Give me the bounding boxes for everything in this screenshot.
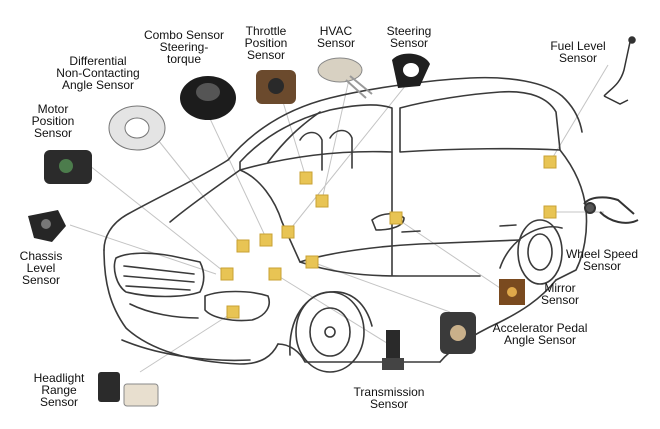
label-wheel-speed-sensor: Wheel Speed Sensor xyxy=(565,247,639,273)
combo-sensor-icon xyxy=(180,76,236,120)
chassis-level-sensor-icon xyxy=(28,210,66,242)
marker-transmission xyxy=(268,267,282,281)
label-differential-sensor: Differential Non-Contacting Angle Sensor xyxy=(56,54,140,92)
label-motor-position-sensor: Motor Position Sensor xyxy=(31,102,75,140)
hvac-sensor-icon xyxy=(317,57,373,99)
label-combo-sensor: Combo Sensor Steering- torque xyxy=(143,28,225,66)
headlight-range-sensor-icon xyxy=(98,372,159,407)
steering-sensor-icon xyxy=(392,53,430,88)
label-accelerator-pedal-sensor: Accelerator Pedal Angle Sensor xyxy=(492,321,588,347)
marker-accelerator xyxy=(305,255,319,269)
label-headlight-range-sensor: Headlight Range Sensor xyxy=(33,371,85,409)
marker-hvac xyxy=(315,194,329,208)
marker-motor-position xyxy=(220,267,234,281)
label-chassis-level-sensor: Chassis Level Sensor xyxy=(19,249,63,287)
throttle-sensor-icon xyxy=(256,70,296,104)
marker-fuel-level xyxy=(543,155,557,169)
motor-position-sensor-icon xyxy=(44,150,92,184)
marker-steering xyxy=(281,225,295,239)
label-throttle-sensor: Throttle Position Sensor xyxy=(244,24,288,62)
marker-throttle xyxy=(299,171,313,185)
marker-wheel-speed xyxy=(543,205,557,219)
marker-headlight xyxy=(226,305,240,319)
label-fuel-level-sensor: Fuel Level Sensor xyxy=(550,39,606,65)
label-hvac-sensor: HVAC Sensor xyxy=(316,24,356,50)
label-mirror-sensor: Mirror Sensor xyxy=(540,281,580,307)
sensor-markers xyxy=(220,155,557,319)
transmission-sensor-icon xyxy=(382,330,404,370)
marker-steering-torque xyxy=(259,233,273,247)
differential-sensor-icon xyxy=(108,105,166,151)
marker-differential xyxy=(236,239,250,253)
label-steering-sensor: Steering Sensor xyxy=(386,24,432,50)
marker-mirror xyxy=(389,211,403,225)
label-transmission-sensor: Transmission Sensor xyxy=(353,385,425,411)
mirror-sensor-icon xyxy=(499,279,525,305)
leader-lines xyxy=(69,64,609,373)
fuel-level-sensor-icon xyxy=(603,36,636,105)
accelerator-pedal-sensor-icon xyxy=(440,312,476,354)
sensor-icons xyxy=(28,36,639,407)
wheel-speed-sensor-icon xyxy=(583,196,639,224)
